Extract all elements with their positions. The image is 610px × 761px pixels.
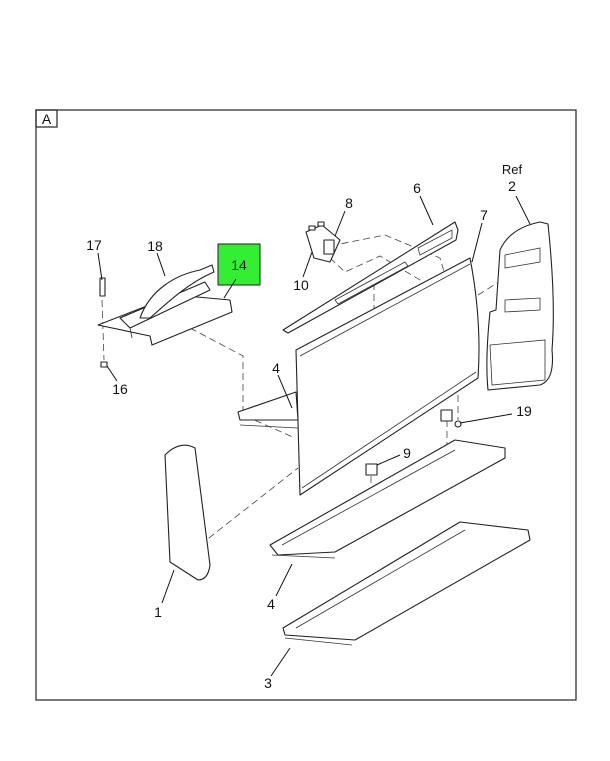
callout-4-upper[interactable]: 4 (272, 360, 280, 376)
part-bumper-19 (454, 420, 462, 428)
view-label: A (42, 111, 52, 127)
callout-14[interactable]: 14 (231, 257, 247, 273)
callout-8[interactable]: 8 (345, 195, 353, 211)
part-trim-6 (282, 221, 459, 334)
callout-2[interactable]: 2 (508, 178, 516, 194)
part-tray-4-upper (237, 391, 299, 429)
callout-16[interactable]: 16 (112, 381, 128, 397)
part-side-2 (486, 221, 554, 391)
part-bolt-17 (99, 277, 106, 297)
part-hinge-8 (305, 221, 341, 263)
view-label-box (35, 109, 58, 128)
part-panel-7 (295, 257, 480, 496)
callout-14-highlight[interactable] (217, 243, 261, 286)
part-nut-16 (100, 361, 108, 368)
callout-10[interactable]: 10 (293, 277, 309, 293)
part-pad-9 (365, 463, 378, 476)
callout-1[interactable]: 1 (154, 604, 162, 620)
callout-ref: Ref (502, 162, 523, 177)
callout-6[interactable]: 6 (413, 180, 421, 196)
callout-18[interactable]: 18 (147, 238, 163, 254)
part-tray-4 (269, 439, 506, 559)
callout-9[interactable]: 9 (403, 445, 411, 461)
callout-19[interactable]: 19 (516, 403, 532, 419)
callout-7[interactable]: 7 (480, 207, 488, 223)
callout-3[interactable]: 3 (264, 675, 272, 691)
part-tray-3 (282, 521, 531, 646)
part-bracket-14 (97, 264, 233, 346)
callout-4-lower[interactable]: 4 (267, 596, 275, 612)
leader-lines (97, 195, 531, 677)
part-panel-1 (164, 444, 211, 581)
callout-17[interactable]: 17 (86, 237, 102, 253)
diagram-frame (35, 109, 577, 701)
part-pad-9b (440, 409, 453, 422)
